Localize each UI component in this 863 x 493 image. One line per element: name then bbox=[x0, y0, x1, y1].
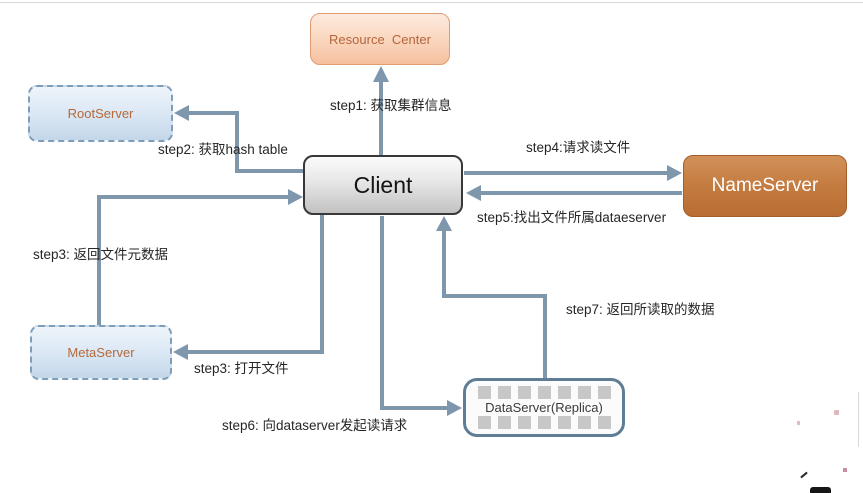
connector-step2 bbox=[186, 111, 303, 173]
node-root-server: RootServer bbox=[28, 85, 173, 142]
connector-step3-open bbox=[186, 215, 324, 354]
edge-label-step2: step2: 获取hash table bbox=[158, 142, 288, 157]
replica-block-icon bbox=[597, 386, 611, 399]
connector-step6 bbox=[380, 216, 450, 410]
arrowhead-step4-right bbox=[667, 165, 682, 181]
arrowhead-step1-up bbox=[373, 66, 389, 82]
replica-block-icon bbox=[577, 386, 591, 399]
watermark-artifact bbox=[843, 468, 847, 472]
edge-label-step3-return: step3: 返回文件元数据 bbox=[33, 247, 169, 262]
arrowhead-step7-up bbox=[436, 216, 452, 231]
replica-block-icon bbox=[597, 416, 611, 429]
edge-label-step1: step1: 获取集群信息 bbox=[330, 98, 452, 113]
node-root-server-label: RootServer bbox=[67, 106, 134, 121]
node-client-label: Client bbox=[353, 171, 413, 198]
connector-step7 bbox=[442, 230, 547, 378]
connector-step3-return bbox=[97, 195, 290, 325]
arrowhead-step3-open-left bbox=[173, 344, 188, 360]
replica-block-icon bbox=[557, 416, 571, 429]
node-name-server-label: NameServer bbox=[711, 175, 819, 196]
node-resource-center-label: Resource Center bbox=[329, 31, 431, 47]
top-divider-line bbox=[0, 2, 863, 3]
node-resource-center: Resource Center bbox=[310, 13, 450, 65]
node-meta-server: MetaServer bbox=[30, 325, 172, 380]
replica-block-icon bbox=[497, 416, 511, 429]
arrowhead-step5-left bbox=[466, 185, 481, 201]
replica-block-icon bbox=[477, 386, 491, 399]
watermark-artifact bbox=[834, 410, 839, 415]
replica-blocks-bottom-row bbox=[475, 416, 613, 429]
node-client: Client bbox=[303, 155, 463, 215]
replica-block-icon bbox=[537, 386, 551, 399]
edge-label-step4: step4:请求读文件 bbox=[526, 140, 631, 155]
edge-label-step7: step7: 返回所读取的数据 bbox=[566, 302, 715, 317]
node-data-server: DataServer(Replica) bbox=[463, 378, 625, 437]
replica-block-icon bbox=[517, 416, 531, 429]
edge-label-step5: step5:找出文件所属dataeserver bbox=[477, 210, 667, 225]
replica-block-icon bbox=[557, 386, 571, 399]
watermark-artifact bbox=[858, 392, 859, 447]
watermark-artifact bbox=[810, 487, 831, 493]
edge-label-step3-open: step3: 打开文件 bbox=[194, 361, 289, 376]
replica-blocks-top-row bbox=[475, 386, 613, 399]
replica-block-icon bbox=[517, 386, 531, 399]
replica-block-icon bbox=[477, 416, 491, 429]
node-meta-server-label: MetaServer bbox=[67, 345, 135, 360]
replica-block-icon bbox=[577, 416, 591, 429]
node-name-server: NameServer bbox=[683, 155, 847, 217]
edge-label-step6: step6: 向dataserver发起读请求 bbox=[222, 418, 408, 433]
node-data-server-label: DataServer(Replica) bbox=[485, 399, 603, 415]
replica-block-icon bbox=[497, 386, 511, 399]
watermark-artifact bbox=[797, 421, 800, 425]
replica-block-icon bbox=[537, 416, 551, 429]
arrowhead-step3-return-right bbox=[288, 189, 303, 205]
arrowhead-step6-right bbox=[447, 400, 462, 416]
arrowhead-step2-left bbox=[174, 105, 189, 121]
